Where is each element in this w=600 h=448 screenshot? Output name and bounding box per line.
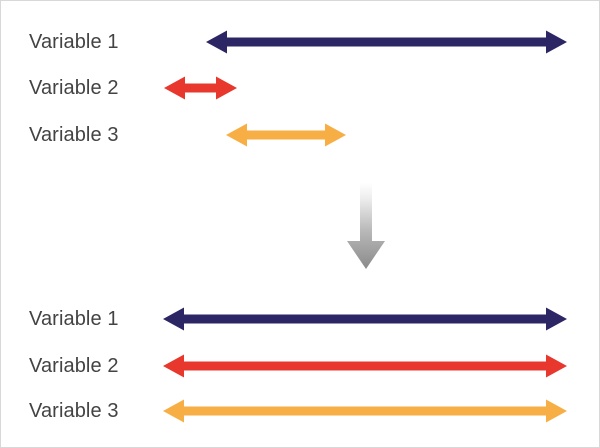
arrow-down-icon (341, 183, 391, 273)
table-row: Variable 1 (1, 296, 599, 342)
double-arrow-icon-top-3 (226, 112, 346, 158)
double-arrow-icon-top-1 (206, 19, 567, 65)
double-arrow-icon-bottom-3 (163, 388, 567, 434)
table-row: Variable 2 (1, 343, 599, 389)
double-arrow-icon-bottom-2 (163, 343, 567, 389)
after-normalization-section: Variable 1 Variable 2 Variable 3 (1, 281, 599, 447)
variable-label-top-3: Variable 3 (29, 124, 119, 146)
variable-label-top-2: Variable 2 (29, 77, 119, 99)
before-normalization-section: Variable 1 Variable 2 Variable 3 (1, 1, 599, 171)
variable-label-bottom-1: Variable 1 (29, 308, 119, 330)
transition-section (1, 171, 599, 281)
double-arrow-icon-top-2 (164, 65, 237, 111)
table-row: Variable 3 (1, 112, 599, 158)
table-row: Variable 1 (1, 19, 599, 65)
variable-label-top-1: Variable 1 (29, 31, 119, 53)
table-row: Variable 3 (1, 388, 599, 434)
table-row: Variable 2 (1, 65, 599, 111)
variable-label-bottom-3: Variable 3 (29, 400, 119, 422)
variable-label-bottom-2: Variable 2 (29, 355, 119, 377)
double-arrow-icon-bottom-1 (163, 296, 567, 342)
